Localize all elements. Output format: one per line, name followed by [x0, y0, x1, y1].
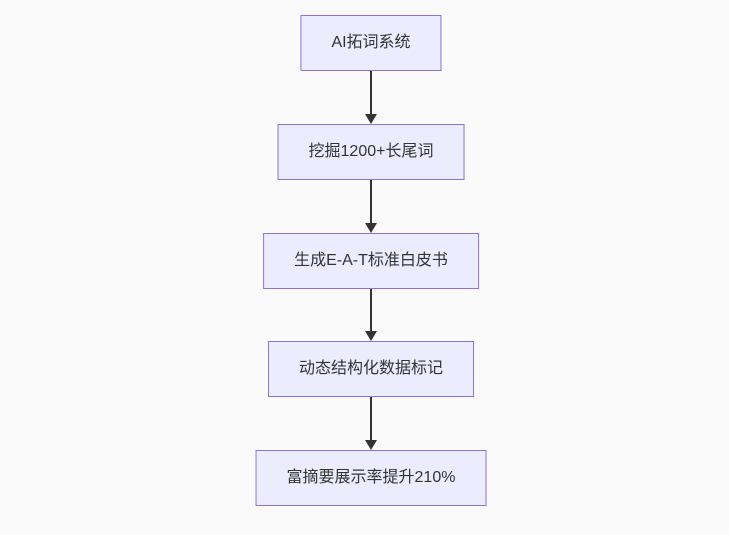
- edge-line: [370, 289, 372, 331]
- arrowhead-icon: [365, 223, 377, 233]
- edge-line: [370, 397, 372, 440]
- edge-n4-n5: [364, 397, 378, 450]
- edge-line: [370, 180, 372, 223]
- arrowhead-icon: [365, 331, 377, 341]
- edge-n2-n3: [364, 180, 378, 233]
- flow-node-ai-keyword-system: AI拓词系统: [300, 15, 442, 71]
- edge-line: [370, 71, 372, 114]
- flow-node-rich-snippet-result: 富摘要展示率提升210%: [255, 450, 487, 506]
- edge-n1-n2: [364, 71, 378, 124]
- arrowhead-icon: [365, 440, 377, 450]
- flow-node-structured-data-markup: 动态结构化数据标记: [267, 341, 475, 397]
- edge-n3-n4: [364, 289, 378, 341]
- flow-node-longtail-mining: 挖掘1200+长尾词: [277, 124, 465, 180]
- flow-node-eat-whitepaper: 生成E-A-T标准白皮书: [263, 233, 479, 289]
- arrowhead-icon: [365, 114, 377, 124]
